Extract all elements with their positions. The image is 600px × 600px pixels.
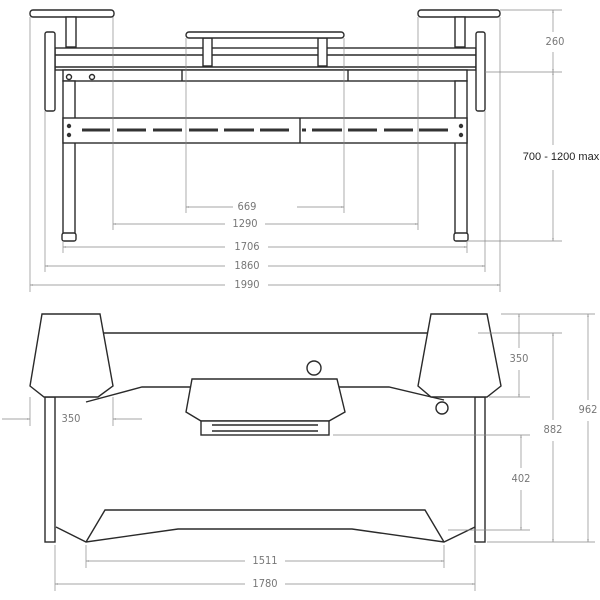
desk-front-edge-left — [85, 386, 192, 403]
dim-1990: 1990 — [234, 278, 259, 291]
front-view: 669 1290 1706 1860 1990 260 700 - 1200 m… — [29, 9, 600, 292]
dim-402: 402 — [512, 472, 531, 485]
right-speaker-post — [454, 16, 466, 48]
right-leg — [454, 80, 468, 235]
left-foot — [61, 232, 77, 242]
right-speaker-side — [475, 31, 486, 112]
center-module — [185, 378, 346, 422]
dim-350-depth: 350 — [510, 352, 529, 365]
desk-front-edge-right — [337, 386, 445, 401]
right-side-panel — [474, 396, 486, 543]
dim-962: 962 — [579, 403, 598, 416]
dim-669: 669 — [238, 200, 257, 213]
lower-rail — [62, 69, 468, 82]
left-speaker-side — [44, 31, 56, 112]
dim-1860: 1860 — [234, 259, 259, 272]
dim-1511: 1511 — [252, 554, 277, 567]
dim-1706: 1706 — [234, 240, 259, 253]
dim-260: 260 — [546, 35, 565, 48]
right-speaker-stand — [417, 313, 502, 398]
dim-1290: 1290 — [232, 217, 257, 230]
dim-1780: 1780 — [252, 577, 277, 590]
left-speaker-platform — [29, 9, 115, 18]
headphone-hook — [435, 401, 449, 415]
dim-height-range: 700 - 1200 max — [523, 151, 600, 163]
left-side-panel — [44, 396, 56, 543]
left-speaker-post — [65, 16, 77, 48]
bottom-shelf — [85, 509, 445, 543]
left-speaker-stand — [29, 313, 114, 398]
right-foot — [453, 232, 469, 242]
keyboard-drawer — [200, 420, 330, 436]
dim-350-overhang: 350 — [62, 412, 81, 425]
cable-grommet — [306, 360, 322, 376]
center-shelf — [185, 31, 345, 39]
left-leg — [62, 80, 76, 235]
top-view: 350 350 402 882 962 1511 1780 — [2, 313, 598, 591]
dim-882: 882 — [544, 423, 563, 436]
right-speaker-platform — [417, 9, 501, 18]
shelf-support-left — [202, 37, 213, 67]
bottom-shelf-front — [55, 526, 476, 543]
shelf-support-right — [317, 37, 328, 67]
